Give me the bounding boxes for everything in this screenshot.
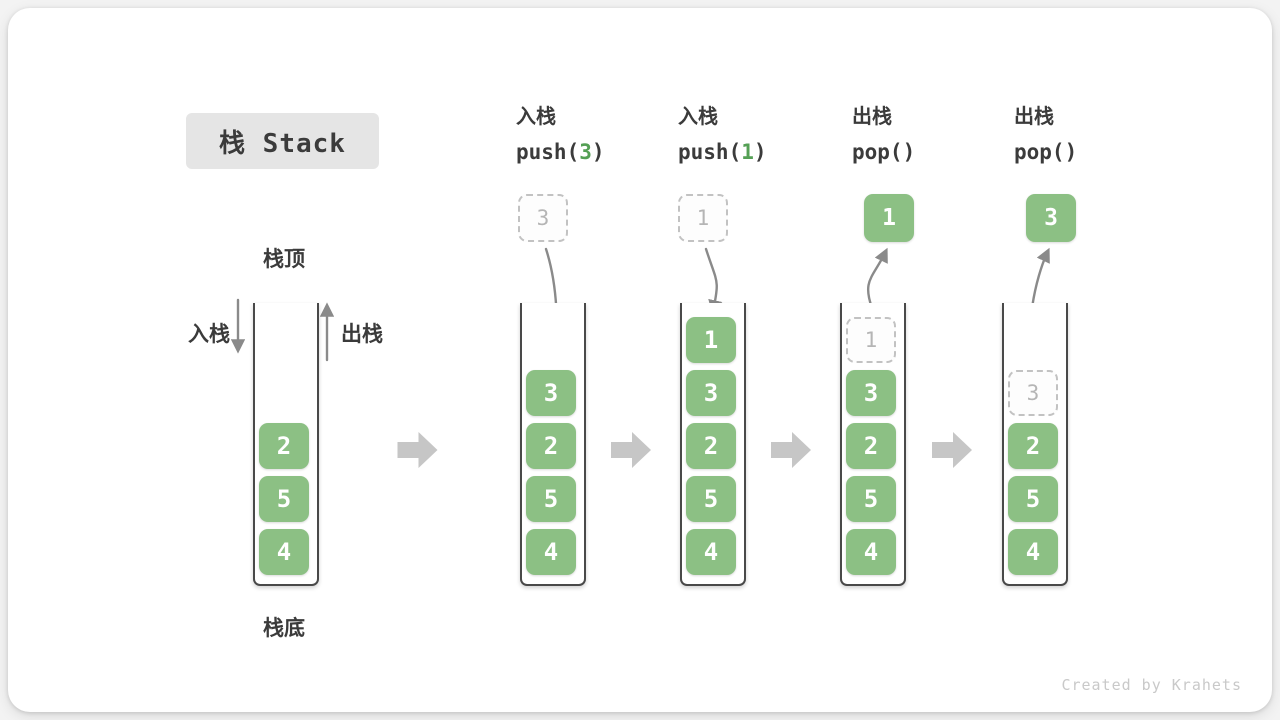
op-label: 入栈 push(1) [678, 104, 767, 165]
stack-cell: 3 [526, 370, 576, 416]
incoming-value-box: 1 [678, 194, 728, 242]
op-label-code: pop() [1014, 140, 1078, 164]
op-label-cn: 入栈 [678, 106, 718, 128]
stack-bottom-label: 栈底 [263, 617, 305, 640]
push-legend-label: 入栈 [188, 323, 230, 346]
stack-cell: 2 [846, 423, 896, 469]
stack-cell: 4 [846, 529, 896, 575]
next-step-arrow [397, 432, 438, 468]
pop-legend-label: 出栈 [341, 323, 383, 346]
next-step-arrow [611, 432, 651, 468]
stack-cell: 5 [686, 476, 736, 522]
push-curve-arrow [704, 247, 723, 315]
stack-cell: 4 [259, 529, 309, 575]
stack-top-label: 栈顶 [263, 248, 305, 271]
stack-cell: 1 [686, 317, 736, 363]
stack-cell: 3 [686, 370, 736, 416]
popped-value-box: 1 [864, 194, 914, 242]
popped-value-box: 3 [1026, 194, 1076, 242]
stack-cell: 5 [259, 476, 309, 522]
op-label-cn: 入栈 [516, 106, 556, 128]
stack-cell: 5 [846, 476, 896, 522]
op-label-code: pop() [852, 140, 916, 164]
op-label-code: push(3) [516, 140, 605, 164]
title-badge: 栈 Stack [186, 113, 379, 169]
credit-text: Created by Krahets [1061, 676, 1242, 694]
stack-cell: 3 [846, 370, 896, 416]
op-label: 入栈 push(3) [516, 104, 605, 165]
next-step-arrow [771, 432, 811, 468]
op-label-cn: 出栈 [1014, 106, 1054, 128]
pop-curve-arrow [867, 247, 888, 310]
op-arg: 3 [579, 140, 592, 164]
stack-cell: 4 [1008, 529, 1058, 575]
stack-cell: 5 [526, 476, 576, 522]
stack-cell: 2 [686, 423, 736, 469]
ghost-cell: 3 [1008, 370, 1058, 416]
stack-cell: 2 [1008, 423, 1058, 469]
op-label: 出栈 pop() [1014, 104, 1077, 165]
op-label-cn: 出栈 [852, 106, 892, 128]
op-label-code: push(1) [678, 140, 767, 164]
op-label: 出栈 pop() [852, 104, 915, 165]
stack-cell: 2 [526, 423, 576, 469]
incoming-value-box: 3 [518, 194, 568, 242]
stack-cell: 4 [526, 529, 576, 575]
ghost-cell: 1 [846, 317, 896, 363]
next-step-arrow [932, 432, 972, 468]
stack-cell: 4 [686, 529, 736, 575]
op-arg: 1 [741, 140, 754, 164]
stack-cell: 2 [259, 423, 309, 469]
stack-cell: 5 [1008, 476, 1058, 522]
